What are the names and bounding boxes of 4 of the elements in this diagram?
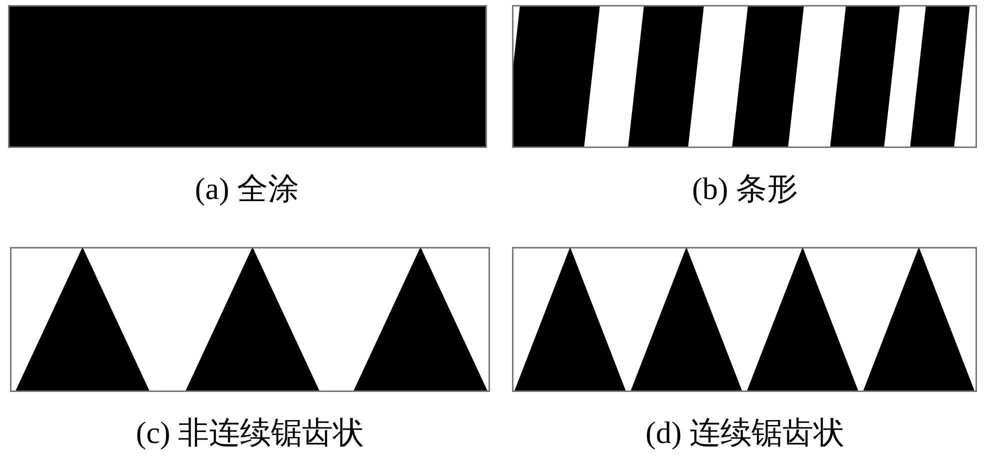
figure-caption: (c) 非连续锯齿状: [136, 414, 364, 452]
figure-caption: (d) 连续锯齿状: [646, 414, 844, 452]
figure-caption: (a) 全涂: [194, 170, 300, 208]
figure-caption: (b) 条形: [692, 170, 798, 208]
